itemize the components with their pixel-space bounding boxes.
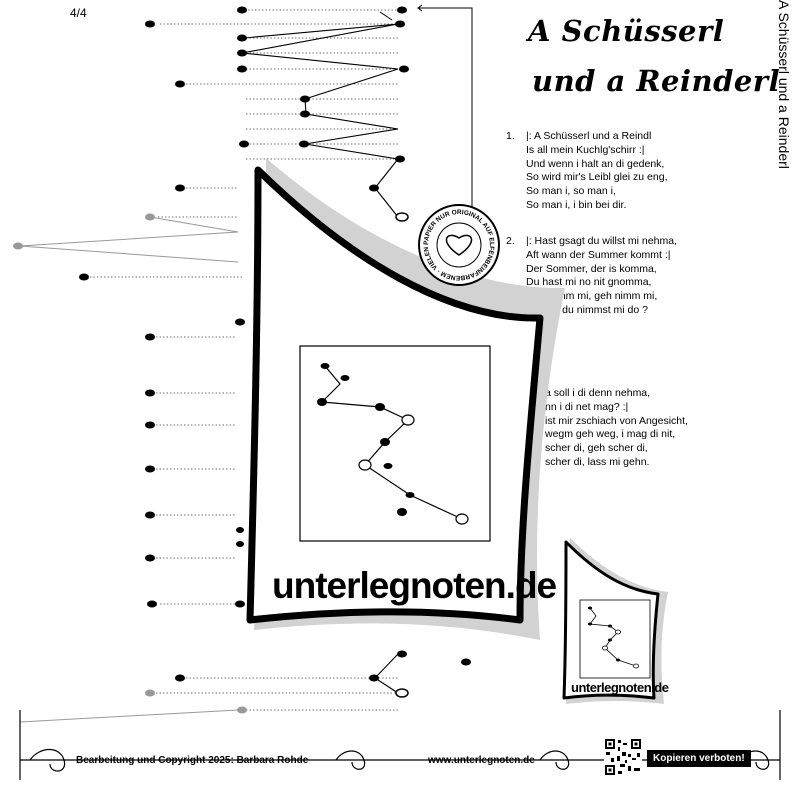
verse-line: Aft wann der Summer kommt :|: [526, 248, 671, 261]
verse-line: scher di, geh scher di,: [545, 442, 648, 455]
qr-code-icon: [604, 738, 642, 776]
verse-line: wegm geh weg, i mag di nit,: [545, 428, 676, 441]
watermark-site-large: unterlegnoten.de: [272, 565, 557, 606]
verse-line: Is all mein Kuchlg'schirr :|: [526, 143, 645, 156]
vertical-side-title: A Schüsserl und a Reinderl: [776, 0, 792, 169]
verse-1-number: 1.: [506, 130, 515, 142]
verse-line: scher di, lass mi gehn.: [545, 455, 650, 468]
song-title-line-2: und a Reinderl: [532, 64, 781, 98]
footer-copyright: Bearbeitung und Copyright 2025: Barbara …: [76, 755, 309, 766]
verse-line: nn i di net mag? :|: [545, 400, 629, 413]
verse-line: |: A Schüsserl und a Reindl: [526, 130, 652, 142]
verse-line: Der Sommer, der is komma,: [526, 262, 657, 275]
watermark-card-small: [562, 538, 668, 704]
verse-2-number: 2.: [506, 235, 515, 247]
verse-line: Du hast mi no nit gnomma,: [526, 276, 652, 289]
watermark-site-small: unterlegnoten.de: [571, 680, 669, 695]
copy-forbidden-badge: Kopieren verboten!: [647, 750, 751, 767]
page-number: 4/4: [70, 6, 87, 20]
verse-1: |: A Schüsserl und a Reindl Is all mein …: [526, 130, 667, 213]
verse-line: Und wenn i halt an di gedenk,: [526, 157, 665, 170]
verse-3: a soll i di denn nehma, nn i di net mag?…: [545, 387, 688, 470]
original-paper-seal: PAPIER NUR ORIGINAL AUF ELFENBEINFARBENE…: [414, 200, 500, 286]
footer-website: www.unterlegnoten.de: [428, 755, 535, 766]
verse-line: So man i, i bin bei dir.: [526, 198, 627, 211]
watermark-card: [246, 158, 565, 640]
verse-line: So wird mir's Leibl glei zu eng,: [526, 171, 668, 184]
verse-line: ist mir zschiach von Angesicht,: [545, 414, 688, 427]
verse-line: So man i, so man i,: [526, 185, 616, 198]
song-title-line-1: A Schüsserl: [528, 14, 725, 48]
verse-line: a soll i di denn nehma,: [545, 387, 651, 399]
verse-line: |: Hast gsagt du willst mi nehma,: [526, 235, 677, 247]
